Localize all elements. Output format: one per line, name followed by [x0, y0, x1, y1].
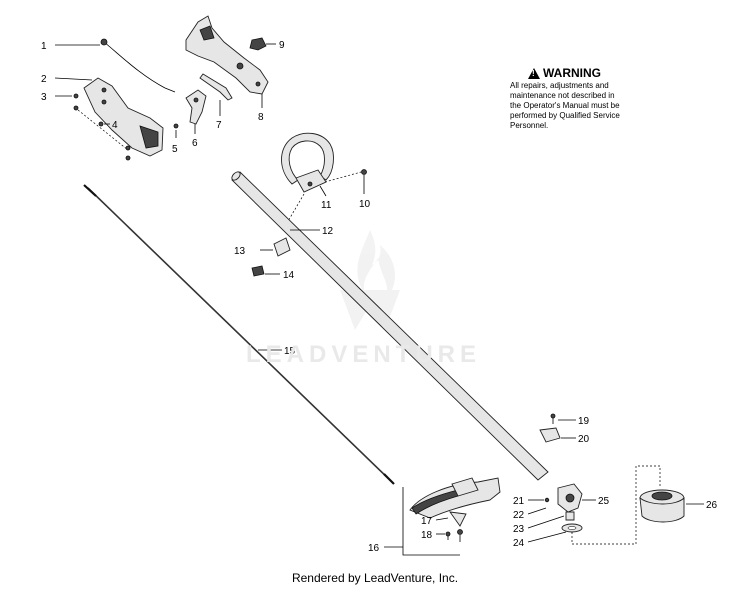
callout-12: 12 — [322, 226, 334, 237]
callout-19: 19 — [578, 416, 590, 427]
callout-14: 14 — [283, 270, 295, 281]
callout-10: 10 — [359, 199, 371, 210]
part-18-screws: 18 — [421, 529, 463, 542]
part-4-screw: 4 — [98, 120, 131, 161]
part-3-screw: 3 — [41, 92, 129, 151]
callout-17: 17 — [421, 516, 433, 527]
part-24-washer: 24 — [513, 523, 583, 549]
callout-20: 20 — [578, 434, 590, 445]
callout-13: 13 — [234, 246, 246, 257]
callout-2: 2 — [41, 74, 47, 85]
part-7-lever: 7 — [199, 73, 233, 131]
callout-8: 8 — [258, 112, 264, 123]
part-10-screw: 10 — [324, 169, 371, 210]
part-8-handle-half: 8 — [185, 15, 269, 123]
callout-15: 15 — [284, 346, 296, 357]
part-5-pin: 5 — [172, 123, 179, 155]
part-1-throttle-cable: 1 — [41, 38, 176, 93]
callout-9: 9 — [279, 40, 285, 51]
callout-11: 11 — [321, 200, 332, 211]
assembly-dashed-path — [571, 465, 661, 545]
part-25-gear-head: 25 — [557, 483, 610, 513]
part-17-blade: 17 — [421, 511, 467, 527]
callout-16: 16 — [368, 543, 380, 554]
watermark-text: LEADVENTURE — [246, 341, 482, 368]
callout-6: 6 — [192, 138, 198, 149]
warning-notice: WARNING All repairs, adjustments and mai… — [510, 66, 660, 131]
warning-text: All repairs, adjustments and maintenance… — [510, 81, 620, 130]
part-11-loop-handle: 11 — [281, 132, 334, 229]
callout-4: 4 — [112, 120, 118, 131]
part-23-shaft: 23 — [513, 511, 575, 535]
part-2-handle-housing: 2 — [41, 74, 164, 157]
part-16-guard: 16 — [368, 477, 501, 556]
callout-26: 26 — [706, 500, 718, 511]
part-13-clamp: 13 — [234, 237, 291, 257]
part-19-screw: 19 — [550, 413, 590, 427]
footer-credit: Rendered by LeadVenture, Inc. — [291, 571, 459, 585]
callout-1: 1 — [41, 41, 47, 52]
part-12-shaft-tube: 12 — [231, 171, 549, 481]
part-20-bracket: 20 — [539, 427, 590, 445]
warning-triangle-icon — [528, 67, 540, 79]
warning-title: WARNING — [510, 66, 660, 80]
callout-18: 18 — [421, 530, 433, 541]
callout-5: 5 — [172, 144, 178, 155]
part-21-screw: 21 — [513, 496, 550, 507]
callout-25: 25 — [598, 496, 610, 507]
part-26-trimmer-head: 26 — [639, 489, 718, 523]
callout-7: 7 — [216, 120, 222, 131]
callout-24: 24 — [513, 538, 525, 549]
callout-22: 22 — [513, 510, 525, 521]
callout-3: 3 — [41, 92, 47, 103]
callout-23: 23 — [513, 524, 525, 535]
part-6-trigger: 6 — [185, 89, 207, 149]
part-14-knob: 14 — [251, 265, 295, 281]
part-22-nut: 22 — [513, 507, 547, 521]
part-9-knob: 9 — [249, 37, 285, 51]
callout-21: 21 — [513, 496, 525, 507]
part-15-drive-shaft: 15 — [83, 184, 395, 485]
